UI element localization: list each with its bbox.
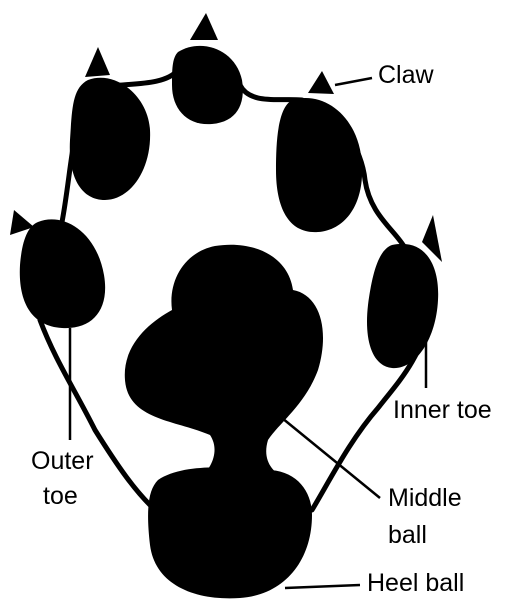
outer-toe-label-line1: Outer	[31, 446, 94, 476]
claw-label: Claw	[378, 60, 434, 90]
toe-2-shape	[70, 78, 150, 200]
claw-1	[85, 47, 110, 77]
middle-ball-label-line1: Middle	[388, 483, 462, 513]
pads	[125, 245, 323, 599]
toe-3-shape	[172, 46, 243, 124]
heel-ball-shape	[148, 467, 312, 598]
claw-2	[190, 13, 218, 40]
claw-3	[308, 71, 334, 94]
middle-ball-label-line2: ball	[388, 520, 427, 550]
outer-toe-shape	[20, 219, 105, 328]
inner-toe-label: Inner toe	[393, 395, 492, 425]
heel-ball-label: Heel ball	[367, 568, 464, 598]
heel-ball-leader	[285, 585, 360, 588]
toe-4-shape	[276, 98, 362, 232]
claw-leader	[335, 78, 372, 85]
outer-toe-label-line2: toe	[43, 481, 78, 511]
middle-ball-shape	[125, 245, 323, 478]
inner-toe-shape	[367, 244, 438, 368]
